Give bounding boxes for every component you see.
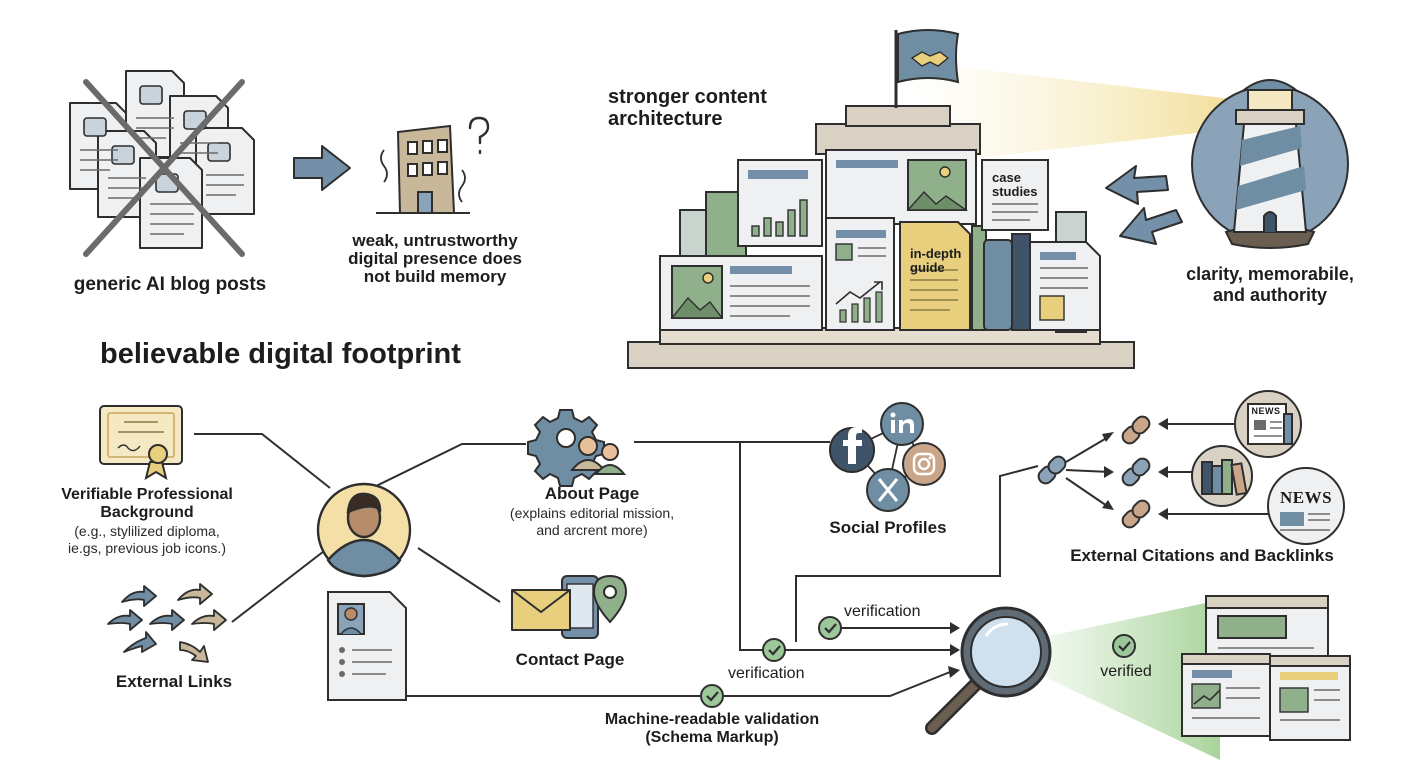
architecture-doc-chart: [737, 159, 823, 247]
label-professional-background-sub-line: ie.gs, previous job icons.): [68, 539, 226, 556]
label-about-page-sub-line: (explains editorial mission,: [509, 505, 675, 521]
label-citations: External Citations and Backlinks: [1070, 546, 1334, 565]
books-icon: [1191, 445, 1253, 507]
arrow-right: [293, 145, 351, 191]
instagram-icon: [902, 442, 946, 486]
resume-doc-icon: [327, 591, 407, 701]
gear-people-icon: [527, 409, 627, 487]
chain-link-network: [1065, 423, 1268, 515]
label-case-studies: case studies: [992, 170, 1044, 200]
external-links-icon: [107, 583, 227, 663]
label-stronger-architecture-line: architecture: [608, 108, 723, 130]
label-clarity-line: and authority: [1212, 284, 1327, 305]
x-icon: [866, 468, 910, 512]
check-icon: [700, 616, 1136, 708]
diploma-icon: [99, 405, 183, 481]
label-verification-top: verification: [844, 603, 921, 620]
label-weak-presence-line: not build memory: [363, 266, 507, 286]
architecture-doc-right: [1029, 241, 1101, 331]
label-schema: Machine-readable validation (Schema Mark…: [580, 711, 844, 747]
label-external-links: External Links: [115, 672, 233, 691]
lighthouse-icon: [1191, 79, 1349, 249]
facebook-icon: [829, 427, 875, 473]
news-small-label: NEWS: [1251, 406, 1281, 416]
label-clarity: clarity, memorabile, and authority: [1160, 264, 1380, 305]
envelope-icon: [511, 589, 571, 631]
label-professional-background: Verifiable Professional Background: [34, 486, 260, 521]
label-weak-presence-line: digital presence does: [348, 248, 522, 268]
architecture-doc-gallery: [659, 255, 823, 331]
label-stronger-architecture: stronger content architecture: [608, 86, 808, 130]
handshake-flag-icon: [894, 29, 960, 108]
label-weak-presence-line: weak, untrustworthy: [352, 231, 518, 250]
light-beam: [900, 60, 1240, 160]
linkedin-icon: [880, 402, 924, 446]
doc-card: [195, 127, 255, 215]
label-verified: verified: [1100, 663, 1152, 680]
architecture-platform: [627, 327, 1135, 369]
label-professional-background-sub-line: (e.g., stylilized diploma,: [74, 523, 220, 539]
footprint-title: believable digital footprint: [100, 338, 461, 370]
label-in-depth-guide: in-depth guide: [910, 246, 966, 276]
website-mockups: [1181, 595, 1351, 741]
cross-out-mark: [83, 79, 245, 257]
news-small-icon: [1234, 390, 1302, 458]
architecture-doc-guide: [899, 221, 971, 331]
label-about-page-sub-line: and arcrent more): [536, 521, 648, 538]
news-large-label: NEWS: [1279, 488, 1333, 507]
social-network-lines: [851, 423, 925, 489]
label-clarity-line: clarity, memorabile,: [1186, 264, 1354, 284]
chain-link-icon: [1037, 415, 1151, 529]
map-pin-icon: [592, 574, 628, 624]
magnifying-glass-icon: [925, 606, 1052, 735]
crumbling-building-icon: [376, 116, 490, 214]
label-about-page: About Page: [544, 484, 640, 503]
label-in-depth-guide-line: in-depth: [910, 246, 962, 261]
label-contact-page: Contact Page: [515, 650, 625, 669]
label-professional-background-line: Background: [100, 503, 194, 521]
label-professional-background-line: Verifiable Professional: [61, 486, 233, 503]
label-weak-presence: weak, untrustworthy digital presence doe…: [322, 232, 548, 286]
verified-glow: [1030, 600, 1220, 760]
person-avatar-icon: [316, 482, 412, 578]
label-in-depth-guide-line: guide: [910, 260, 945, 276]
doc-lines: [80, 117, 244, 235]
label-professional-background-sub: (e.g., stylilized diploma, ie.gs, previo…: [34, 523, 260, 557]
label-about-page-sub: (explains editorial mission, and arcrent…: [484, 505, 700, 539]
label-stronger-architecture-line: stronger content: [608, 86, 767, 108]
arrow-heads: [948, 622, 960, 678]
news-large-icon: [1267, 467, 1345, 545]
label-case-studies-line: case: [992, 170, 1021, 185]
arrows-left: [1105, 165, 1183, 245]
label-social-profiles: Social Profiles: [829, 518, 947, 537]
label-schema-line: Machine-readable validation: [604, 711, 820, 728]
label-schema-line: (Schema Markup): [645, 728, 779, 746]
chain-arrow-heads: [1102, 418, 1168, 520]
label-verification-bottom: verification: [728, 665, 805, 682]
architecture-doc-case: [981, 159, 1049, 231]
label-case-studies-line: studies: [992, 184, 1038, 200]
connector-lines: [194, 433, 1039, 697]
architecture-books: [971, 225, 1031, 331]
label-generic-posts: generic AI blog posts: [73, 274, 267, 295]
architecture-doc-growth: [825, 217, 895, 331]
